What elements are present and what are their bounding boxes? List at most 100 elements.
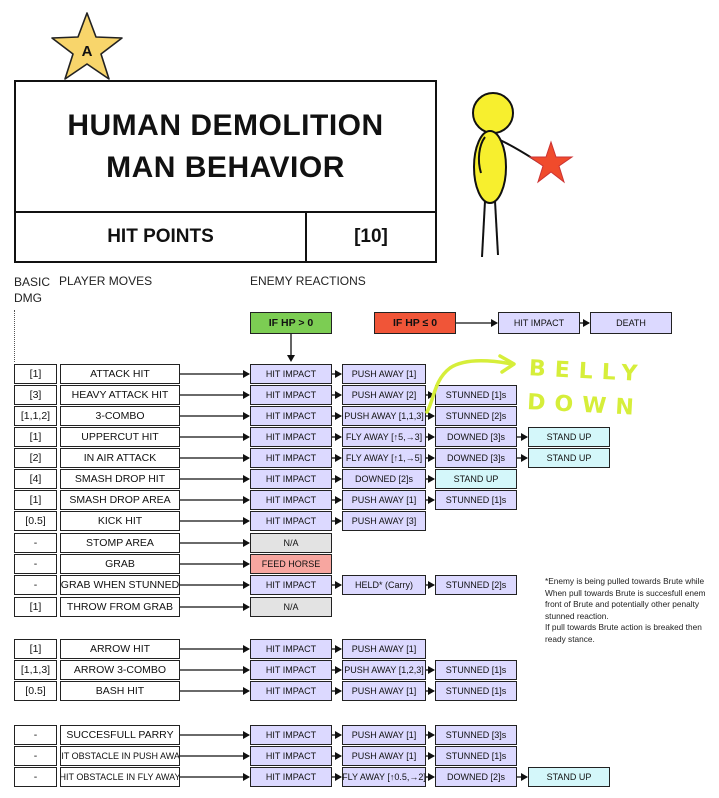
reaction-cell: HIT IMPACT [250,406,332,426]
arrow-head [243,773,250,781]
arrow-head [491,319,498,327]
reaction-cell: FLY AWAY [↑1,→5] [342,448,426,468]
arrow-head [335,731,342,739]
note-line: stunned reaction. [545,610,609,621]
reaction-cell: STUNNED [3]s [435,725,517,745]
reaction-cell: STUNNED [1]s [435,490,517,510]
reaction-cell: HIT IMPACT [250,746,332,766]
reaction-cell: HELD* (Carry) [342,575,426,595]
arrow-head [243,454,250,462]
arrow-head [583,319,590,327]
arrow-head [243,539,250,547]
arrow-head [335,752,342,760]
reaction-cell: STAND UP [528,448,610,468]
reaction-cell: FLY AWAY [↑5,→3] [342,427,426,447]
star-badge-icon: A [51,12,123,80]
dmg-cell: - [14,725,57,745]
player-move-cell: ARROW 3-COMBO [60,660,180,680]
dmg-cell: - [14,575,57,595]
reaction-cell: PUSH AWAY [1] [342,725,426,745]
reaction-cell: HIT IMPACT [250,725,332,745]
arrow-head [428,687,435,695]
arrow-head [428,454,435,462]
arrow-head [335,517,342,525]
reaction-cell: STUNNED [1]s [435,385,517,405]
dmg-cell: [0.5] [14,681,57,701]
arrow-head [521,454,528,462]
player-move-cell: SMASH DROP HIT [60,469,180,489]
player-move-cell: HEAVY ATTACK HIT [60,385,180,405]
death-hit-impact: HIT IMPACT [498,312,580,334]
arrow-head [243,560,250,568]
player-move-cell: HIT OBSTACLE IN FLY AWAY [60,767,180,787]
arrow-head [428,496,435,504]
player-move-cell: HIT OBSTACLE IN PUSH AWAY [60,746,180,766]
player-move-cell: KICK HIT [60,511,180,531]
player-move-cell: IN AIR ATTACK [60,448,180,468]
condition-hp-below: IF HP ≤ 0 [374,312,456,334]
arrow-head [335,773,342,781]
arrow-head [243,412,250,420]
hit-points-value: [10] [305,211,437,263]
player-move-cell: 3-COMBO [60,406,180,426]
note-line: front of Brute and potentially other pen… [545,599,700,609]
basic-dmg-header: BASIC DMG [14,275,51,305]
arrow-head [243,496,250,504]
note-line: If pull towards Brute action is breaked … [545,622,702,632]
reaction-cell: STAND UP [528,427,610,447]
reaction-cell: PUSH AWAY [1] [342,746,426,766]
reaction-cell: PUSH AWAY [1,1,3] [342,406,426,426]
arrow-head [335,391,342,399]
reaction-cell: PUSH AWAY [1] [342,681,426,701]
dmg-cell: [1] [14,639,57,659]
enemy-reactions-header: ENEMY REACTIONS [250,274,366,288]
reaction-cell: STUNNED [1]s [435,746,517,766]
reaction-cell: PUSH AWAY [1] [342,364,426,384]
reaction-cell: PUSH AWAY [1] [342,639,426,659]
reaction-cell: DOWNED [2]s [342,469,426,489]
reaction-cell: STAND UP [528,767,610,787]
reaction-cell: N/A [250,597,332,617]
player-move-cell: UPPERCUT HIT [60,427,180,447]
reaction-cell: HIT IMPACT [250,364,332,384]
arrow-head [335,370,342,378]
reaction-cell: HIT IMPACT [250,469,332,489]
player-move-cell: ATTACK HIT [60,364,180,384]
dmg-cell: [1,1,2] [14,406,57,426]
arrow-head [335,581,342,589]
human-figure-icon [472,92,574,258]
reaction-cell: HIT IMPACT [250,385,332,405]
dmg-cell: - [14,554,57,574]
note-line: When pull towards Brute is succesfull en… [545,587,706,598]
player-move-cell: GRAB [60,554,180,574]
dmg-cell: [4] [14,469,57,489]
arrow-head [335,475,342,483]
player-moves-header: PLAYER MOVES [59,274,153,288]
reaction-cell: DOWNED [3]s [435,448,517,468]
arrow-head [243,517,250,525]
arrow-head [521,773,528,781]
arrow-head [428,433,435,441]
arrow-head [335,645,342,653]
reaction-cell: PUSH AWAY [2] [342,385,426,405]
player-move-cell: SMASH DROP AREA [60,490,180,510]
arrow-head [428,581,435,589]
reaction-cell: HIT IMPACT [250,511,332,531]
reaction-cell: HIT IMPACT [250,448,332,468]
reaction-cell: HIT IMPACT [250,490,332,510]
player-move-cell: THROW FROM GRAB [60,597,180,617]
reaction-cell: N/A [250,533,332,553]
arrow-head [335,454,342,462]
dmg-cell: [1] [14,490,57,510]
dmg-cell: [0.5] [14,511,57,531]
arrow-head [428,752,435,760]
arrow-head [335,433,342,441]
arrow-head [243,687,250,695]
dmg-cell: [1,1,3] [14,660,57,680]
handwritten-arrow-icon [425,354,516,414]
arrow-head [335,412,342,420]
reaction-cell: STUNNED [2]s [435,575,517,595]
arrow-head [243,433,250,441]
reaction-cell: STUNNED [1]s [435,681,517,701]
